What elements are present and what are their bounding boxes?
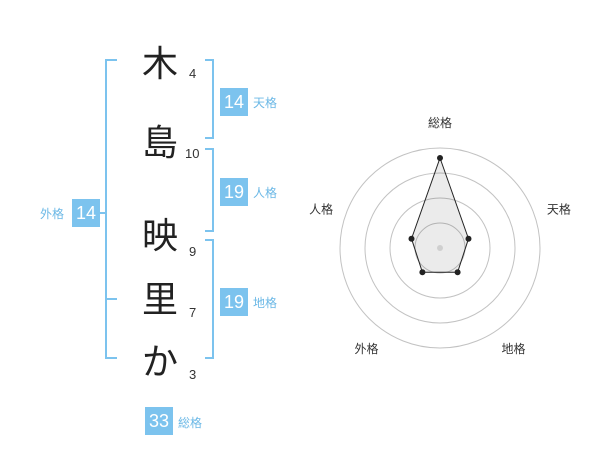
radar-ring-3 xyxy=(364,172,516,324)
soukaku-box xyxy=(145,407,173,435)
stroke-count-3: 9 xyxy=(189,244,196,259)
radar-axis-labels: 総格 天格 地格 外格 人格 xyxy=(309,115,571,356)
radar-point-1 xyxy=(465,235,472,242)
jinkaku-score: 19 人格 xyxy=(220,178,277,206)
chikaku-box xyxy=(220,288,248,316)
radar-label-tenkaku: 天格 xyxy=(547,201,571,216)
gaikaku-box xyxy=(72,199,100,227)
jinkaku-bracket xyxy=(205,148,214,232)
brackets xyxy=(100,59,214,359)
tenkaku-value: 14 xyxy=(224,92,244,112)
chikaku-bracket xyxy=(205,239,214,359)
tenkaku-score: 14 天格 xyxy=(220,88,277,116)
name-char-2: 島 xyxy=(142,123,178,164)
gaikaku-score: 外格 14 xyxy=(40,199,100,227)
stroke-count-5: 3 xyxy=(189,367,196,382)
soukaku-value: 33 xyxy=(149,411,169,431)
soukaku-label: 総格 xyxy=(178,415,202,430)
radar-points xyxy=(408,155,472,276)
chikaku-label: 地格 xyxy=(253,295,277,310)
tenkaku-bracket xyxy=(205,59,214,139)
soukaku-score: 33 総格 xyxy=(145,407,202,435)
stroke-count-1: 4 xyxy=(189,66,196,81)
name-char-4: 里 xyxy=(142,280,178,321)
radar-ring-4 xyxy=(339,147,541,349)
radar-center-dot xyxy=(437,245,443,251)
name-char-3: 映 xyxy=(142,216,178,257)
radar-rings xyxy=(339,147,541,349)
stroke-count-2: 10 xyxy=(185,146,199,161)
jinkaku-box xyxy=(220,178,248,206)
gaikaku-value: 14 xyxy=(76,203,96,223)
tenkaku-box xyxy=(220,88,248,116)
radar-point-2 xyxy=(454,269,461,276)
gaikaku-label: 外格 xyxy=(40,206,64,221)
radar-point-3 xyxy=(419,269,426,276)
radar-label-gaikaku: 外格 xyxy=(354,341,378,356)
radar-point-4 xyxy=(408,235,415,242)
jinkaku-value: 19 xyxy=(224,182,244,202)
name-char-1: 木 xyxy=(142,44,178,85)
radar-point-0 xyxy=(437,155,443,161)
radar-label-chikaku: 地格 xyxy=(501,341,525,356)
radar-label-soukaku: 総格 xyxy=(428,115,452,130)
jinkaku-label: 人格 xyxy=(253,185,277,200)
tenkaku-label: 天格 xyxy=(253,95,277,110)
chikaku-value: 19 xyxy=(224,292,244,312)
radar-polygon xyxy=(410,156,470,273)
gaikaku-bracket xyxy=(105,59,117,359)
radar-chart: 総格 天格 地格 外格 人格 xyxy=(309,115,571,356)
name-column: 木 4 島 10 映 9 里 7 か 3 xyxy=(142,44,199,383)
radar-label-jinkaku: 人格 xyxy=(309,201,333,216)
name-char-5: か xyxy=(142,342,178,383)
radar-ring-2 xyxy=(389,197,491,299)
stroke-count-4: 7 xyxy=(189,305,196,320)
chikaku-score: 19 地格 xyxy=(220,288,277,316)
